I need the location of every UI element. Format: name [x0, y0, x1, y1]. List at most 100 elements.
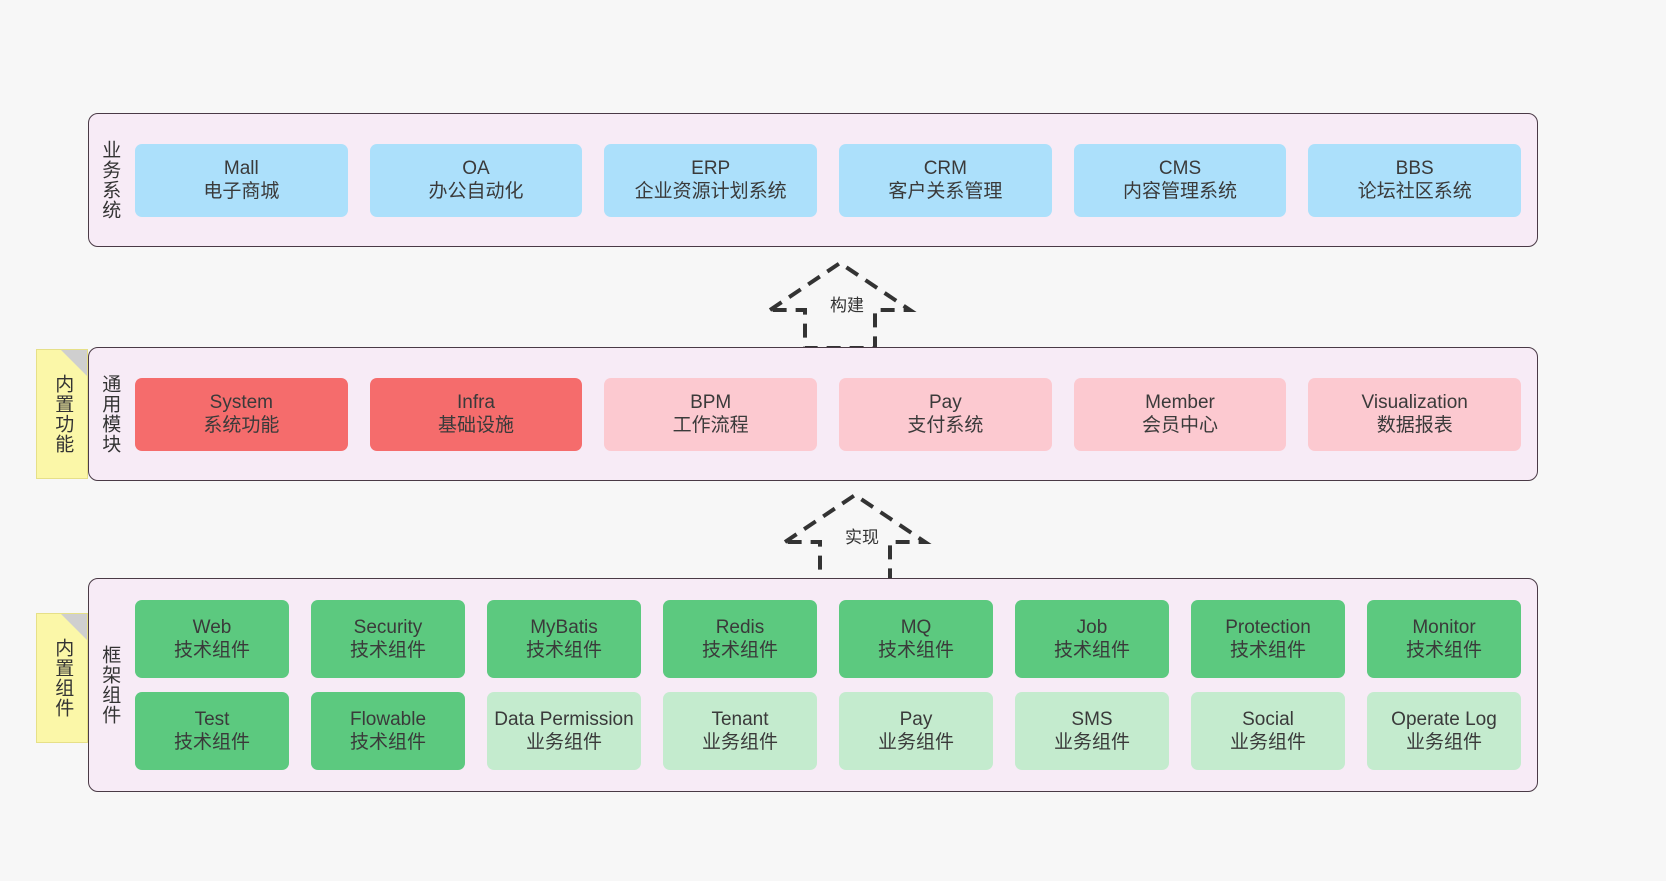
card-operate-log[interactable]: Operate Log 业务组件 [1367, 692, 1521, 770]
card-mq[interactable]: MQ 技术组件 [839, 600, 993, 678]
card-job[interactable]: Job 技术组件 [1015, 600, 1169, 678]
card-system[interactable]: System 系统功能 [135, 377, 348, 451]
card-mall[interactable]: Mall 电子商城 [135, 143, 348, 217]
common-card-row: System 系统功能 Infra 基础设施 BPM 工作流程 Pay 支付系统… [135, 377, 1522, 451]
card-title: Tenant [711, 708, 769, 730]
card-visualization[interactable]: Visualization 数据报表 [1308, 377, 1522, 451]
card-oa[interactable]: OA 办公自动化 [369, 143, 583, 217]
card-sms[interactable]: SMS 业务组件 [1015, 692, 1169, 770]
card-title: CMS [1158, 157, 1202, 179]
card-title: BPM [690, 391, 732, 413]
card-title: System [209, 391, 274, 413]
arrow-build: 构建 [755, 255, 925, 351]
card-title: Pay [899, 708, 933, 730]
card-subtitle: 工作流程 [672, 415, 749, 436]
card-title: Operate Log [1391, 708, 1497, 730]
card-title: ERP [691, 157, 731, 179]
card-subtitle: 技术组件 [173, 732, 250, 753]
card-title: OA [462, 157, 490, 179]
card-subtitle: 电子商城 [203, 181, 280, 202]
card-title: SMS [1071, 708, 1113, 730]
dashed-up-arrow-icon [763, 260, 917, 350]
card-test[interactable]: Test 技术组件 [135, 692, 289, 770]
band-framework-components: 框架组件 Web 技术组件 Security 技术组件 MyBatis 技术组件… [88, 578, 1538, 792]
card-title: Job [1076, 616, 1108, 638]
card-infra[interactable]: Infra 基础设施 [369, 377, 583, 451]
note-label: 内置组件 [52, 638, 74, 718]
card-subtitle: 支付系统 [907, 415, 984, 436]
band-body-framework: Web 技术组件 Security 技术组件 MyBatis 技术组件 Redi… [129, 579, 1537, 791]
card-subtitle: 技术组件 [525, 640, 602, 661]
card-subtitle: 业务组件 [877, 732, 954, 753]
card-title: CRM [923, 157, 967, 179]
card-subtitle: 企业资源计划系统 [634, 181, 787, 202]
card-subtitle: 技术组件 [173, 640, 250, 661]
card-erp[interactable]: ERP 企业资源计划系统 [604, 143, 818, 217]
card-protection[interactable]: Protection 技术组件 [1191, 600, 1345, 678]
card-cms[interactable]: CMS 内容管理系统 [1073, 143, 1287, 217]
card-subtitle: 基础设施 [438, 415, 515, 436]
card-title: Social [1242, 708, 1294, 730]
card-title: Member [1145, 391, 1215, 413]
band-title-framework: 框架组件 [99, 645, 121, 725]
card-data-permission[interactable]: Data Permission 业务组件 [487, 692, 641, 770]
card-title: Infra [456, 391, 496, 413]
card-title: Redis [715, 616, 765, 638]
band-title-business: 业务系统 [99, 140, 121, 220]
card-crm[interactable]: CRM 客户关系管理 [839, 143, 1052, 217]
card-title: BBS [1395, 157, 1434, 179]
card-subtitle: 业务组件 [701, 732, 778, 753]
card-social[interactable]: Social 业务组件 [1191, 692, 1345, 770]
card-flowable[interactable]: Flowable 技术组件 [311, 692, 465, 770]
band-title-common: 通用模块 [99, 374, 121, 454]
card-title: Test [194, 708, 230, 730]
framework-business-row: Test 技术组件 Flowable 技术组件 Data Permission … [135, 692, 1521, 770]
business-card-row: Mall 电子商城 OA 办公自动化 ERP 企业资源计划系统 CRM 客户关系… [135, 143, 1522, 217]
card-pay[interactable]: Pay 支付系统 [839, 377, 1052, 451]
card-title: Protection [1225, 616, 1311, 638]
card-title: Monitor [1412, 616, 1476, 638]
card-subtitle: 技术组件 [1229, 640, 1306, 661]
card-subtitle: 业务组件 [1053, 732, 1130, 753]
card-title: Pay [928, 391, 962, 413]
card-member[interactable]: Member 会员中心 [1073, 377, 1287, 451]
card-subtitle: 业务组件 [1405, 732, 1482, 753]
dashed-up-arrow-icon [778, 492, 932, 582]
sticky-note-builtin-components: 内置组件 [36, 613, 88, 743]
card-security[interactable]: Security 技术组件 [311, 600, 465, 678]
card-subtitle: 业务组件 [1229, 732, 1306, 753]
card-bbs[interactable]: BBS 论坛社区系统 [1308, 143, 1522, 217]
card-monitor[interactable]: Monitor 技术组件 [1367, 600, 1521, 678]
card-subtitle: 客户关系管理 [888, 181, 1003, 202]
card-subtitle: 内容管理系统 [1123, 181, 1238, 202]
sticky-note-builtin-functions: 内置功能 [36, 349, 88, 479]
card-subtitle: 业务组件 [525, 732, 602, 753]
card-title: Data Permission [494, 708, 634, 730]
card-title: Security [353, 616, 423, 638]
arrow-implement: 实现 [770, 487, 940, 583]
band-business-systems: 业务系统 Mall 电子商城 OA 办公自动化 ERP 企业资源计划系统 CRM… [88, 113, 1538, 247]
card-subtitle: 技术组件 [1405, 640, 1482, 661]
card-subtitle: 技术组件 [1053, 640, 1130, 661]
card-tenant[interactable]: Tenant 业务组件 [663, 692, 817, 770]
note-label: 内置功能 [52, 374, 74, 454]
band-body-common: System 系统功能 Infra 基础设施 BPM 工作流程 Pay 支付系统… [129, 348, 1537, 480]
card-subtitle: 技术组件 [349, 640, 426, 661]
card-pay-business[interactable]: Pay 业务组件 [839, 692, 993, 770]
card-web[interactable]: Web 技术组件 [135, 600, 289, 678]
card-mybatis[interactable]: MyBatis 技术组件 [487, 600, 641, 678]
card-subtitle: 技术组件 [349, 732, 426, 753]
card-redis[interactable]: Redis 技术组件 [663, 600, 817, 678]
card-bpm[interactable]: BPM 工作流程 [604, 377, 818, 451]
band-common-modules: 通用模块 System 系统功能 Infra 基础设施 BPM 工作流程 Pay… [88, 347, 1538, 481]
card-title: Visualization [1361, 391, 1468, 413]
card-subtitle: 技术组件 [701, 640, 778, 661]
card-title: MyBatis [530, 616, 598, 638]
card-subtitle: 系统功能 [203, 415, 280, 436]
card-subtitle: 办公自动化 [428, 181, 524, 202]
card-title: Mall [223, 157, 259, 179]
card-title: Web [192, 616, 232, 638]
card-title: MQ [900, 616, 932, 638]
card-title: Flowable [349, 708, 427, 730]
